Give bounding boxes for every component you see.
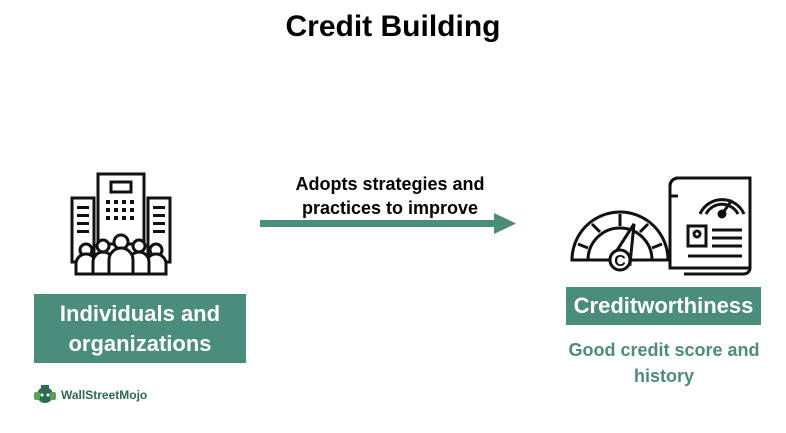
diagram-title: Credit Building bbox=[285, 10, 501, 43]
brand-logo: WallStreetMojo bbox=[32, 381, 147, 409]
arrow-right-icon bbox=[260, 213, 516, 234]
credit-score-gauge-icon: C bbox=[570, 176, 752, 276]
brand-name: WallStreetMojo bbox=[61, 388, 148, 402]
individuals-box: Individuals and organizations bbox=[34, 294, 246, 363]
arrow-label: Adopts strategies and practices to impro… bbox=[295, 174, 485, 218]
creditworthiness-description: Good credit score and history bbox=[568, 340, 760, 386]
svg-text:C: C bbox=[614, 253, 626, 270]
building-people-icon bbox=[70, 172, 172, 276]
creditworthiness-box: Creditworthiness bbox=[566, 287, 761, 325]
brand-logo-icon bbox=[34, 385, 56, 403]
